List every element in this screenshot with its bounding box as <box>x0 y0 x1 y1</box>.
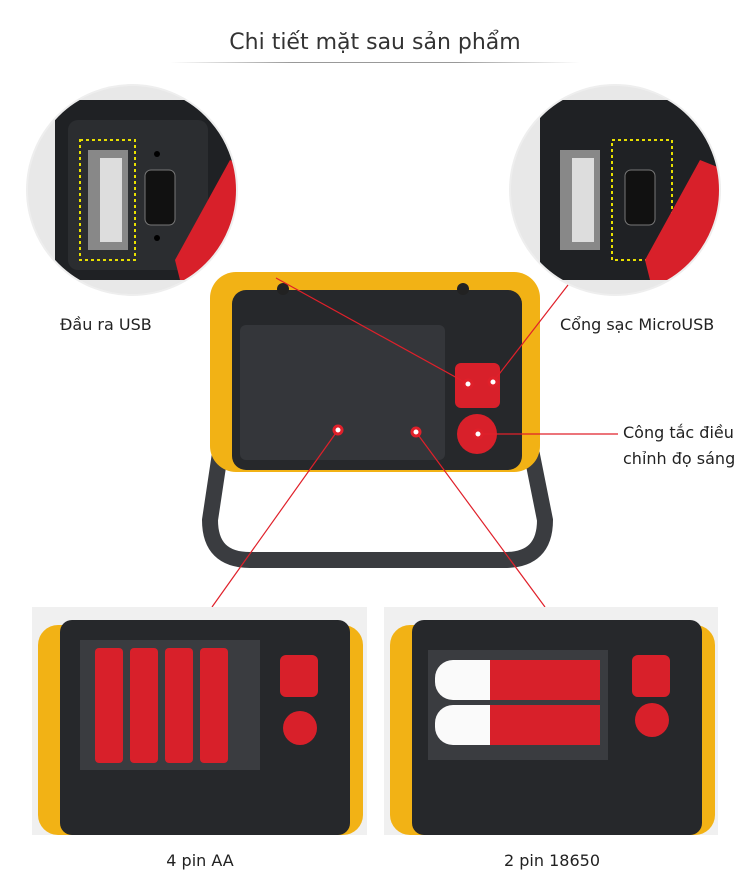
flashlight-back <box>201 272 554 568</box>
switch-label-line2: chỉnh đọ sáng <box>623 449 736 468</box>
page-title: Chi tiết mặt sau sản phẩm <box>229 30 521 55</box>
caption-18650: 2 pin 18650 <box>504 851 600 870</box>
micro-usb-label: Cổng sạc MicroUSB <box>560 315 715 334</box>
18650-battery-photo <box>384 607 718 835</box>
caption-aa: 4 pin AA <box>166 851 234 870</box>
callout-dots <box>332 376 499 440</box>
aa-battery-photo <box>32 607 367 835</box>
title-divider <box>170 62 580 63</box>
usb-output-label: Đầu ra USB <box>60 315 152 334</box>
usb-port-closeup <box>27 85 237 295</box>
micro-usb-port-closeup <box>510 85 720 295</box>
callout-lines <box>211 277 618 608</box>
switch-label-line1: Công tắc điều <box>623 423 734 442</box>
